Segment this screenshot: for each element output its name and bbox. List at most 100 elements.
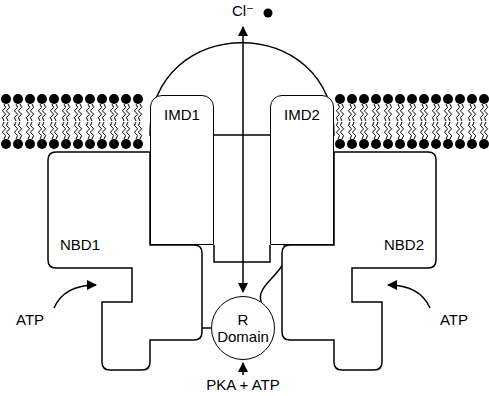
lipid-tail	[400, 104, 403, 121]
lipid-tail	[98, 122, 101, 139]
domain-name: IMD2	[284, 106, 320, 123]
lipid-tail	[372, 104, 375, 121]
lipid-head	[25, 139, 35, 149]
lipid-head	[109, 139, 119, 149]
lipid-tail	[436, 122, 439, 139]
lipid-head	[479, 139, 489, 149]
lipid-tail	[376, 122, 379, 139]
lipid-tail	[400, 122, 403, 139]
lipid-tail	[126, 122, 129, 139]
domain-name: IMD1	[164, 106, 200, 123]
lipid-tail	[50, 122, 53, 139]
lipid-tail	[484, 104, 487, 121]
lipid-tail	[444, 122, 447, 139]
atp-arrow	[388, 285, 430, 308]
lipid-tail	[42, 104, 45, 121]
nucleotide-binding-domain: NBD2	[282, 152, 438, 372]
lipid-head	[467, 139, 477, 149]
lipid-tail	[396, 104, 399, 121]
lipid-head	[407, 139, 417, 149]
lipid-tail	[86, 122, 89, 139]
lipid-tail	[408, 104, 411, 121]
lipid-head	[419, 139, 429, 149]
nbd-shape	[48, 152, 202, 370]
lipid-tail	[456, 122, 459, 139]
lipid-tail	[388, 122, 391, 139]
lipid-tail	[2, 122, 5, 139]
membrane-domain: IMD1	[150, 95, 214, 245]
lipid-head	[73, 139, 83, 149]
lipid-tail	[340, 104, 343, 121]
lipid-head	[395, 139, 405, 149]
lipid-tail	[62, 104, 65, 121]
lipid-head	[97, 139, 107, 149]
lipid-tail	[134, 122, 137, 139]
lipid-tail	[448, 122, 451, 139]
lipid-head	[443, 94, 453, 104]
lipid-tail	[460, 104, 463, 121]
lipid-head	[335, 94, 345, 104]
lipid-head	[407, 94, 417, 104]
lipid-head	[85, 139, 95, 149]
lipid-tail	[436, 104, 439, 121]
lipid-head	[97, 94, 107, 104]
lipid-head	[121, 94, 131, 104]
lipid-tail	[336, 104, 339, 121]
lipid-tail	[364, 122, 367, 139]
lipid-head	[49, 139, 59, 149]
regulatory-domain-circle: R Domain	[211, 296, 275, 360]
lipid-tail	[66, 122, 69, 139]
lipid-head	[1, 139, 11, 149]
lipid-head	[359, 94, 369, 104]
annotation-label: ATP	[16, 311, 44, 328]
nbd-outline	[282, 152, 438, 372]
lipid-tail	[472, 122, 475, 139]
lipid-head	[479, 94, 489, 104]
annotation-label: PKA + ATP	[206, 376, 280, 393]
lipid-tail	[468, 104, 471, 121]
lipid-tail	[78, 122, 81, 139]
lipid-tail	[364, 104, 367, 121]
lipid-head	[1, 94, 11, 104]
lipid-head	[455, 139, 465, 149]
lipid-tail	[90, 104, 93, 121]
domain-name: NBD2	[372, 236, 436, 253]
lipid-tail	[352, 104, 355, 121]
lipid-head	[383, 94, 393, 104]
nbd-outline	[46, 152, 202, 372]
lipid-tail	[114, 122, 117, 139]
lipid-head	[13, 94, 23, 104]
lipid-tail	[138, 104, 141, 121]
lipid-tail	[114, 104, 117, 121]
lipid-tail	[122, 104, 125, 121]
lipid-tail	[26, 104, 29, 121]
domain-linker	[202, 327, 211, 329]
lipid-tail	[2, 104, 5, 121]
lipid-tail	[396, 122, 399, 139]
lipid-tail	[384, 122, 387, 139]
lipid-head	[419, 94, 429, 104]
domain-name: NBD1	[48, 236, 112, 253]
lipid-tail	[352, 122, 355, 139]
lipid-tail	[484, 122, 487, 139]
lipid-head	[121, 139, 131, 149]
lipid-tail	[348, 122, 351, 139]
lipid-tail	[54, 122, 57, 139]
lipid-head	[109, 94, 119, 104]
lipid-tail	[42, 122, 45, 139]
lipid-head	[25, 94, 35, 104]
lipid-tail	[126, 104, 129, 121]
lipid-tail	[480, 104, 483, 121]
annotation-label: ATP	[440, 311, 468, 328]
lipid-tail	[424, 122, 427, 139]
lipid-tail	[18, 104, 21, 121]
lipid-head	[467, 94, 477, 104]
lipid-head	[85, 94, 95, 104]
lipid-tail	[110, 104, 113, 121]
lipid-tail	[74, 104, 77, 121]
lipid-head	[37, 94, 47, 104]
lipid-head	[13, 139, 23, 149]
pka-arrow	[242, 363, 244, 375]
lipid-tail	[30, 104, 33, 121]
